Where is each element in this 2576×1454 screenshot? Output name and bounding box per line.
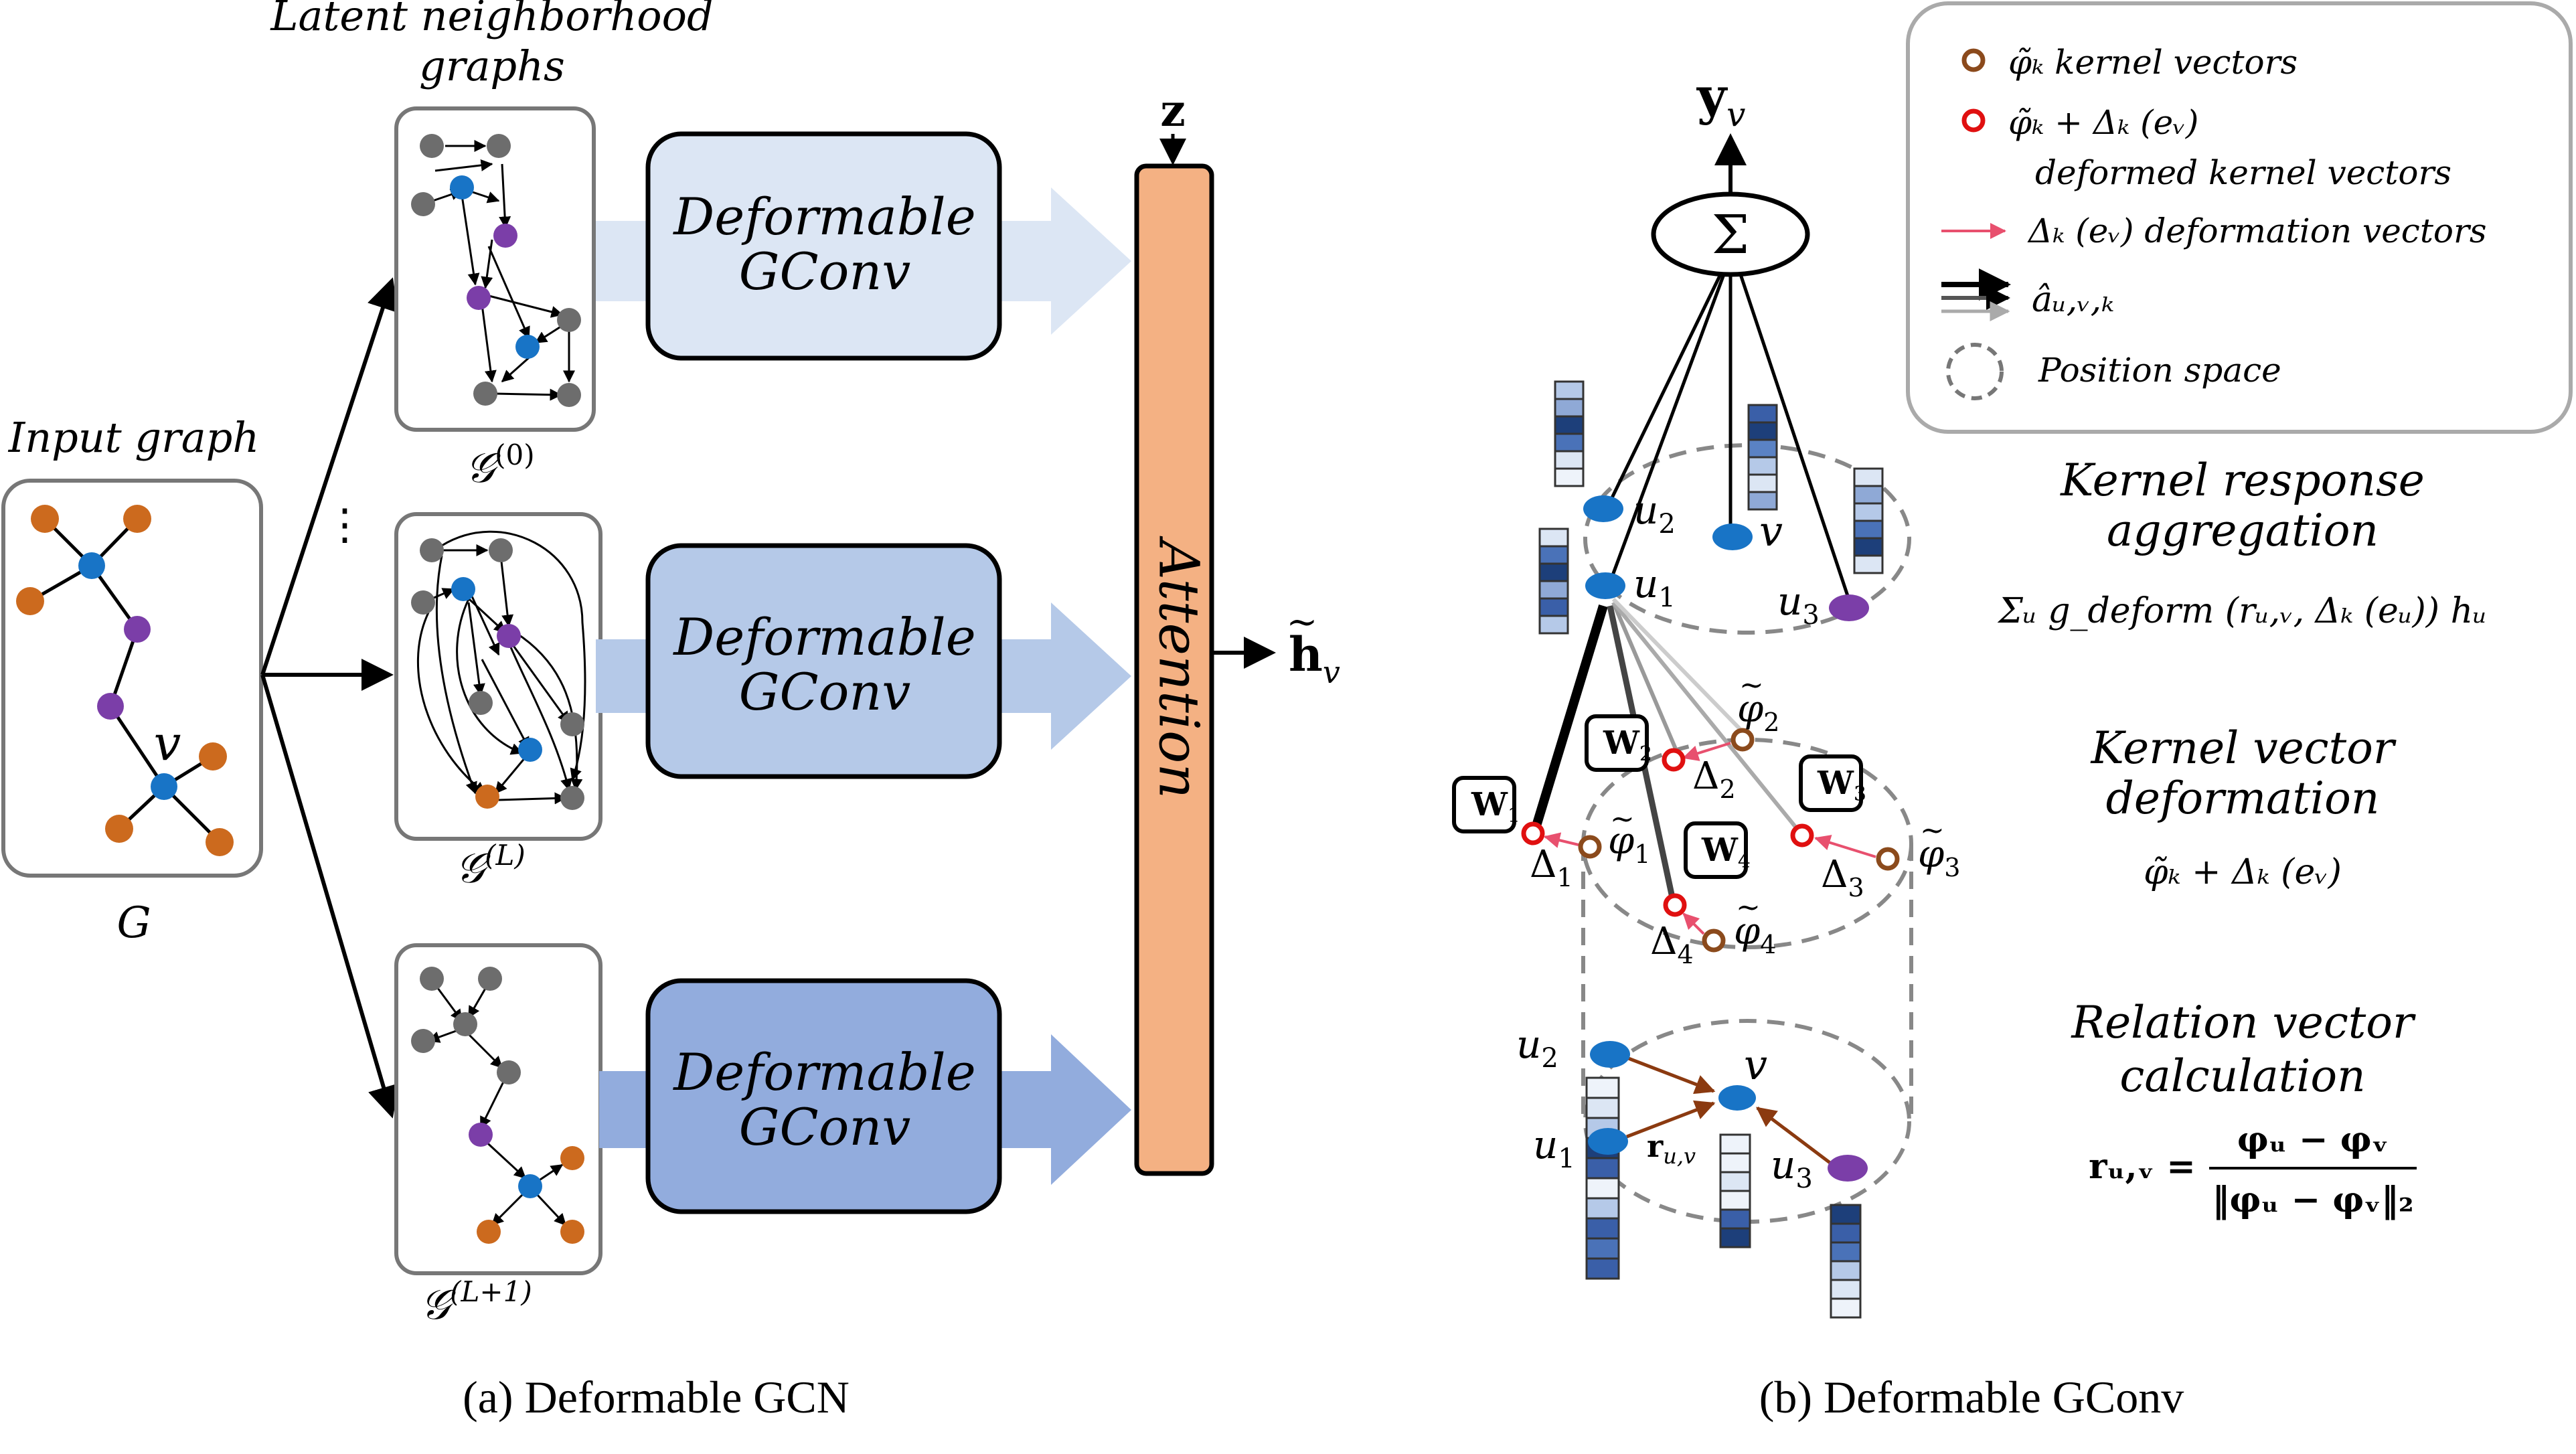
deformed-kernel-icon — [1961, 108, 1986, 133]
top-u2-label: u2 — [1633, 487, 1676, 540]
aggregation-title-1: Kernel response — [2060, 455, 2425, 506]
latent-graph-L-edges — [416, 530, 586, 805]
dgconv-box-2: Deformable GConv — [645, 543, 1002, 779]
W1-box: W1 — [1452, 776, 1520, 833]
svg-text:~: ~ — [1610, 802, 1635, 836]
attention-weight-lines — [1528, 597, 1803, 904]
svg-text:Deformable: Deformable — [672, 607, 975, 667]
bottom-relation-edges — [1626, 1056, 1832, 1165]
latent-graph-box-0 — [394, 106, 596, 432]
top-u3-label: u3 — [1777, 578, 1820, 631]
svg-text:Δ1: Δ1 — [1530, 843, 1573, 892]
svg-text:W1: W1 — [1471, 786, 1520, 827]
legend-position-space: Position space — [2038, 351, 2281, 390]
vertical-ellipsis: ⋮ — [323, 500, 366, 550]
kernel-vectors — [1521, 728, 1900, 953]
hv-label: hv — [1289, 627, 1340, 690]
panel-a: Latent neighborhood graphs Input graph — [1, 0, 1340, 1423]
latent-graph-0-label: 𝒢(0) — [465, 438, 535, 492]
top-v-label: v — [1759, 507, 1783, 556]
W2-box: W2 — [1585, 714, 1652, 772]
deformation-title-2: deformation — [2106, 773, 2380, 824]
latent-graphs-title-1: Latent neighborhood — [270, 0, 713, 40]
latent-graph-L1-label: 𝒢(L+1) — [420, 1275, 532, 1329]
svg-text:φ3: φ3 — [1918, 833, 1960, 882]
right-descriptions: Kernel response aggregation Σᵤ g_deform … — [1997, 455, 2487, 1220]
dgconv-box-1: Deformable GConv — [645, 131, 1002, 361]
panel-b: yv Σ u2 u1 v u3 — [1452, 66, 2184, 1423]
svg-text:Deformable: Deformable — [672, 1042, 975, 1102]
W4-box: W4 — [1684, 821, 1751, 879]
svg-text:W3: W3 — [1817, 764, 1866, 806]
relation-numerator: φᵤ − φᵥ — [2237, 1119, 2389, 1160]
svg-text:GConv: GConv — [739, 1097, 911, 1157]
svg-text:~: ~ — [1736, 890, 1761, 924]
svg-text:W2: W2 — [1603, 724, 1652, 766]
kernel-vector-icon — [1961, 48, 1986, 72]
input-node-v-label: v — [154, 715, 181, 771]
bottom-v-label: v — [1744, 1040, 1767, 1089]
caption-b: (b) Deformable GConv — [1759, 1372, 2184, 1423]
kernel-labels: φ1 ~ Δ1 φ2 ~ Δ2 φ3 ~ Δ3 φ4 ~ Δ4 — [1530, 668, 1960, 969]
W3-box: W3 — [1799, 754, 1866, 812]
hv-tilde: ~ — [1287, 600, 1318, 644]
relation-lhs: rᵤ,ᵥ = — [2089, 1146, 2196, 1187]
latent-graph-0-nodes — [411, 134, 581, 407]
position-space-icon — [1946, 343, 2004, 400]
input-graph-G-label: G — [116, 898, 151, 948]
latent-graph-L-label: 𝒢(L) — [455, 839, 526, 892]
relation-denominator: ‖φᵤ − φᵥ‖₂ — [2212, 1180, 2413, 1220]
svg-text:φ4: φ4 — [1734, 910, 1776, 959]
bottom-u3-label: u3 — [1771, 1142, 1813, 1194]
svg-text:GConv: GConv — [739, 662, 911, 722]
bottom-feature-vectors — [1585, 1076, 1862, 1319]
legend-kernel-vectors: φ̃ₖ kernel vectors — [2008, 43, 2298, 82]
svg-text:~: ~ — [1739, 668, 1764, 702]
attention-weight-icon — [1941, 268, 2011, 321]
attention-block — [1134, 163, 1214, 1176]
bottom-u1-label: u1 — [1533, 1122, 1575, 1174]
legend-deformed-text: deformed kernel vectors — [2035, 153, 2451, 192]
aggregation-formula: Σᵤ g_deform (rᵤ,ᵥ, Δₖ (eᵤ)) hᵤ — [1997, 591, 2487, 631]
aggregation-title-2: aggregation — [2107, 505, 2379, 556]
legend: φ̃ₖ kernel vectors φ̃ₖ + Δₖ (eᵥ) deforme… — [1906, 1, 2573, 434]
svg-text:Δ4: Δ4 — [1650, 920, 1694, 969]
relation-title-2: calculation — [2119, 1050, 2365, 1102]
latent-graphs-title-2: graphs — [419, 42, 565, 90]
attention-label: Attention — [1147, 536, 1210, 799]
top-feature-vectors — [1538, 380, 1884, 635]
input-graph-nodes — [16, 505, 234, 856]
input-graph-title: Input graph — [8, 413, 260, 462]
relation-title-1: Relation vector — [2071, 997, 2416, 1048]
legend-deformation-vectors: Δₖ (eᵥ) deformation vectors — [2027, 212, 2487, 250]
sum-lines — [1605, 273, 1853, 607]
z-label: z — [1160, 84, 1185, 137]
svg-text:W4: W4 — [1701, 831, 1751, 873]
yv-label: yv — [1696, 66, 1745, 134]
dgconv-box-3: Deformable GConv — [645, 978, 1002, 1214]
latent-graph-L1-nodes — [411, 967, 584, 1244]
top-position-nodes — [1583, 495, 1869, 621]
deformation-title-1: Kernel vector — [2091, 722, 2397, 774]
legend-box — [1906, 1, 2573, 434]
bottom-position-nodes — [1588, 1041, 1868, 1182]
fanout-arrows — [260, 277, 400, 1119]
svg-text:GConv: GConv — [739, 242, 911, 301]
caption-a: (a) Deformable GCN — [463, 1372, 850, 1423]
top-u1-label: u1 — [1633, 561, 1676, 613]
latent-graph-L-nodes — [411, 538, 584, 810]
legend-deformed-formula: φ̃ₖ + Δₖ (eᵥ) — [2008, 103, 2198, 142]
bottom-u2-label: u2 — [1516, 1022, 1558, 1074]
legend-attention-weight: âᵤ,ᵥ,ₖ — [2032, 280, 2114, 320]
r-uv-label: ru,v — [1647, 1128, 1696, 1169]
svg-text:φ1: φ1 — [1608, 819, 1650, 869]
svg-text:Δ2: Δ2 — [1692, 754, 1736, 804]
svg-text:Deformable: Deformable — [672, 187, 975, 246]
svg-text:Δ3: Δ3 — [1821, 853, 1864, 902]
deformation-formula: φ̃ₖ + Δₖ (eᵥ) — [2144, 852, 2342, 892]
svg-text:~: ~ — [1920, 813, 1945, 847]
svg-text:φ2: φ2 — [1737, 688, 1779, 737]
sigma-symbol: Σ — [1712, 204, 1750, 266]
